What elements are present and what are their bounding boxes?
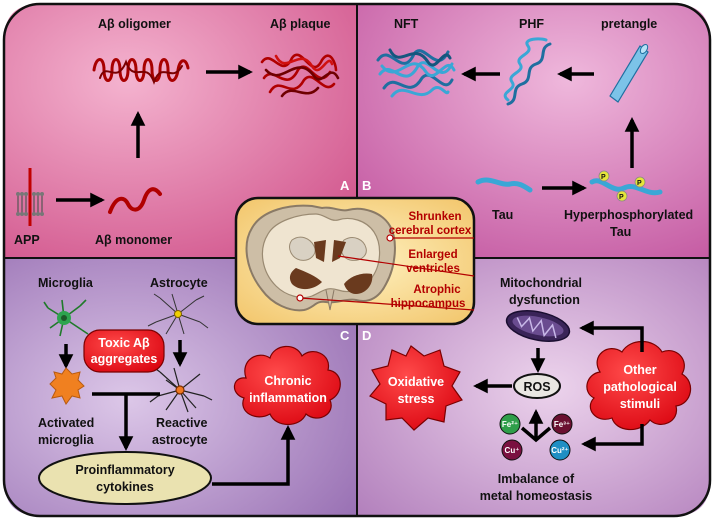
label-ventricles-line2: ventricles [406,263,460,275]
ros-pill: ROS [513,373,561,399]
abeta-oligomer-icon [92,58,190,85]
reactive-astrocyte-icon [149,365,213,413]
panel-letter-a: A [340,178,350,193]
panel-letter-d: D [362,328,371,343]
svg-text:Fe³⁺: Fe³⁺ [554,420,570,429]
label-mito-line2: dysfunction [509,293,580,307]
svg-text:Other: Other [623,363,656,377]
label-microglia: Microglia [38,276,94,290]
svg-text:pathological: pathological [603,380,677,394]
activated-microglia-icon [49,367,85,405]
label-imbalance-line1: Imbalance of [498,472,575,486]
nft-icon [376,48,456,98]
hyperphosphorylated-tau-icon: P P P [589,170,663,202]
chronic-inflammation-cloud: Chronic inflammation [233,345,341,426]
astrocyte-icon [147,293,209,335]
svg-text:Chronic: Chronic [264,374,311,388]
label-abeta-plaque: Aβ plaque [270,17,330,31]
tau-protein-icon [475,177,533,193]
label-pretangle: pretangle [601,17,657,31]
ion-fe3 [551,413,573,435]
svg-text:stimuli: stimuli [620,397,660,411]
svg-text:Cu²⁺: Cu²⁺ [551,446,569,455]
label-phf: PHF [519,17,544,31]
svg-text:aggregates: aggregates [91,352,158,366]
other-stimuli-cloud: Other pathological stimuli [586,340,692,431]
phf-icon [503,37,552,106]
label-abeta-monomer: Aβ monomer [95,233,172,247]
svg-text:Toxic Aβ: Toxic Aβ [98,336,150,350]
cytokines-ellipse: Proinflammatory cytokines [38,451,212,505]
mitochondrion-icon [505,310,571,342]
label-astrocyte: Astrocyte [150,276,208,290]
arrow-cytokines-to-inflammation [212,425,296,486]
svg-text:Cu⁺: Cu⁺ [505,446,520,455]
svg-text:Oxidative: Oxidative [388,375,444,389]
svg-text:inflammation: inflammation [249,391,327,405]
oxidative-stress-star: Oxidative stress [369,345,463,431]
ion-cu2 [549,439,571,461]
ion-cu1 [501,439,523,461]
arrow-stimuli-to-metals [581,424,644,452]
label-activated-line1: Activated [38,416,94,430]
label-activated-line2: microglia [38,433,95,447]
label-app: APP [14,233,40,247]
svg-text:Fe²⁺: Fe²⁺ [502,420,518,429]
svg-text:cytokines: cytokines [96,480,154,494]
abeta-plaque-icon [260,53,340,98]
brain-coronal-section-icon [245,204,396,312]
panel-letter-b: B [362,178,371,193]
toxic-abeta-badge: Toxic Aβ aggregates [83,329,165,373]
brain-annotation-lines [296,234,475,311]
microglia-icon [43,299,89,337]
label-hippo-line2: hippocampus [391,298,466,310]
label-hyperphosphorylated-line2: Tau [610,225,631,239]
label-hyperphosphorylated-line1: Hyperphosphorylated [564,208,693,222]
metal-ions-cluster: Fe²⁺ Fe³⁺ Cu⁺ Cu²⁺ [499,413,573,461]
label-mito-line1: Mitochondrial [500,276,582,290]
label-cortex-line2: cerebral cortex [389,225,472,237]
label-nft: NFT [394,17,419,31]
svg-text:stress: stress [398,392,435,406]
pretangle-icon [609,43,649,103]
svg-text:P: P [619,194,624,201]
abeta-monomer-icon [108,187,162,214]
svg-text:Proinflammatory: Proinflammatory [75,463,174,477]
app-membrane-icon [16,168,44,226]
label-cortex-line1: Shrunken [408,211,461,223]
label-hippo-line1: Atrophic [413,284,461,296]
label-tau: Tau [492,208,513,222]
metal-ions-connectors [520,409,552,443]
t-inhibit-connector [92,392,160,451]
label-abeta-oligomer: Aβ oligomer [98,17,171,31]
svg-text:ROS: ROS [523,380,550,394]
panel-letter-c: C [340,328,350,343]
label-imbalance-line2: metal homeostasis [480,489,593,503]
label-ventricles-line1: Enlarged [408,249,457,261]
label-reactive-line2: astrocyte [152,433,208,447]
svg-text:P: P [601,174,606,181]
arrow-stimuli-to-mito [579,320,644,352]
label-reactive-line1: Reactive [156,416,207,430]
svg-text:P: P [637,180,642,187]
ion-fe2 [499,413,521,435]
